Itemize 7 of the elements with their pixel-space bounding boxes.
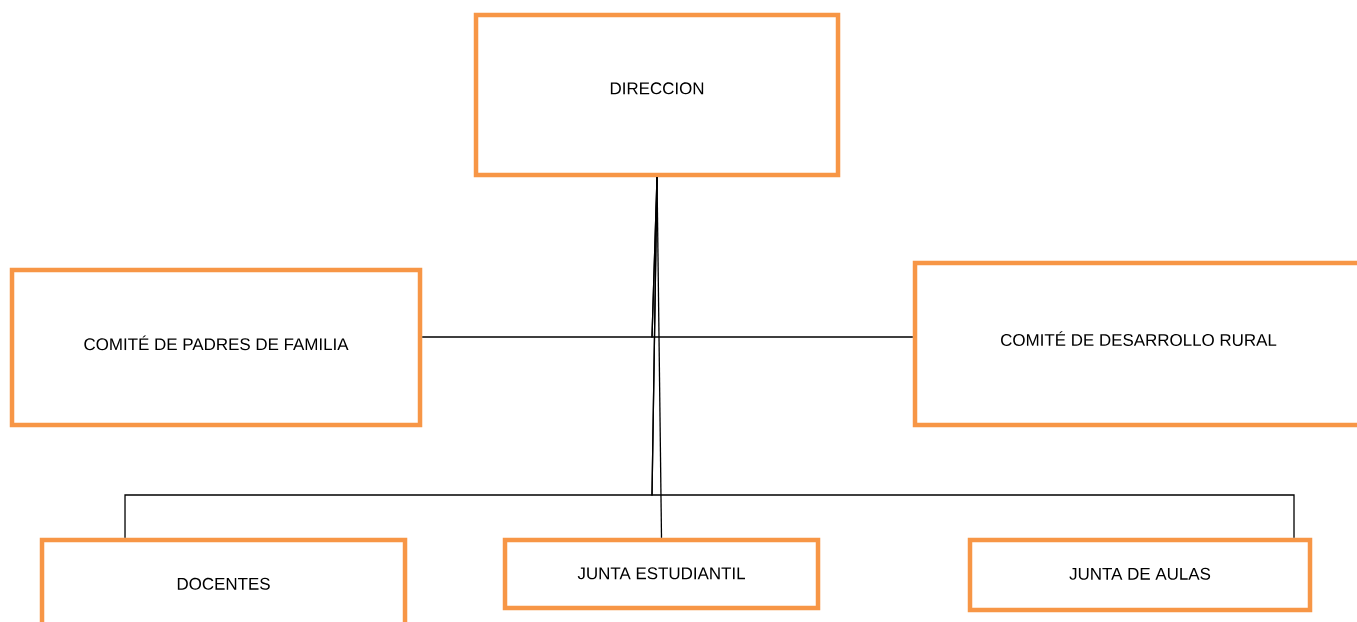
org-box: JUNTA DE AULAS	[967, 537, 1313, 613]
connector-line	[651, 176, 1295, 539]
org-box: JUNTA ESTUDIANTIL	[502, 537, 821, 611]
org-box: DIRECCION	[473, 12, 841, 178]
org-box: DOCENTES	[39, 537, 408, 622]
org-box: COMITÉ DE PADRES DE FAMILIA	[9, 267, 423, 428]
org-box: COMITÉ DE DESARROLLO RURAL	[912, 260, 1357, 428]
